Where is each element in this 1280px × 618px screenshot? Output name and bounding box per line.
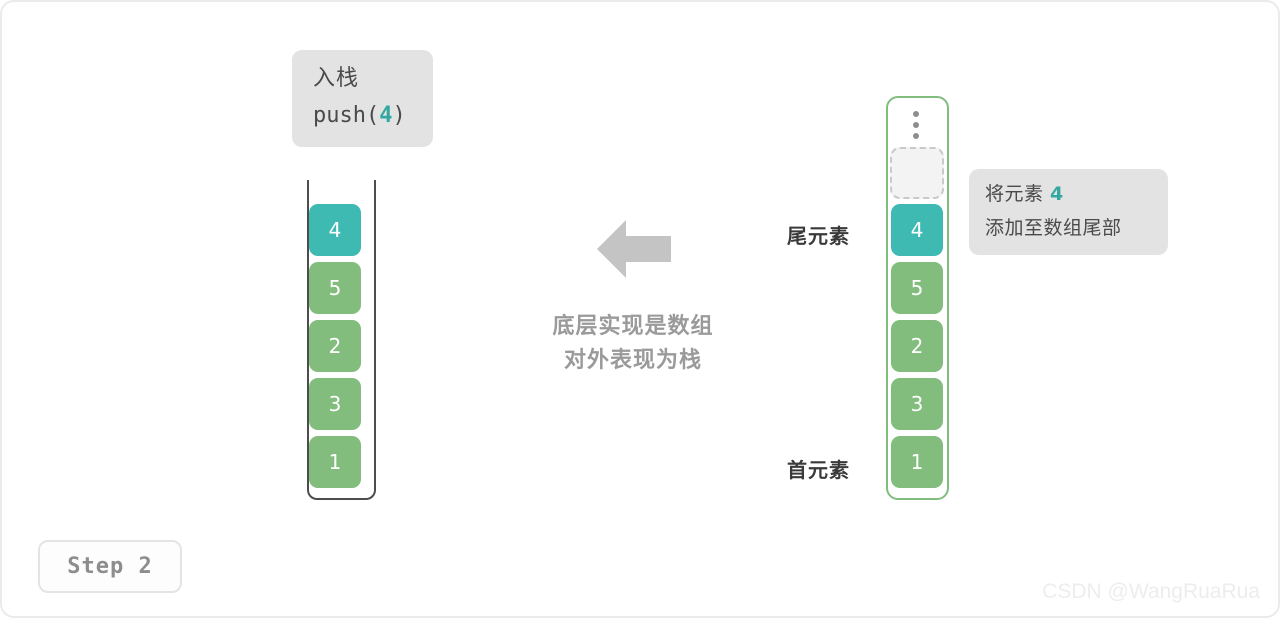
watermark: CSDN @WangRuaRua — [1042, 580, 1260, 603]
vertical-ellipsis-icon — [912, 111, 920, 139]
left-arrow-icon — [597, 220, 671, 278]
tail-callout-value: 4 — [1050, 183, 1064, 205]
push-code-prefix: push( — [313, 102, 380, 128]
array-cell: 5 — [891, 262, 943, 314]
stack-cell-list: 4 5 2 3 1 — [309, 204, 375, 494]
tail-callout-line2: 添加至数组尾部 — [985, 216, 1122, 239]
array-empty-slot — [890, 147, 944, 199]
ellipsis-dot — [913, 122, 919, 128]
tail-callout-line1: 将元素 4 — [985, 181, 1168, 209]
array-cell: 2 — [891, 320, 943, 372]
push-callout: 入栈 push(4) — [292, 50, 433, 147]
stack-cell: 5 — [309, 262, 361, 314]
tail-callout-prefix: 将元素 — [985, 183, 1051, 205]
head-element-label: 首元素 — [787, 458, 850, 482]
ellipsis-dot — [913, 111, 919, 117]
stack-cell: 3 — [309, 378, 361, 430]
array-cell: 1 — [891, 436, 943, 488]
stack-cell: 4 — [309, 204, 361, 256]
array-cell: 4 — [891, 204, 943, 256]
array-cell-list: 4 5 2 3 1 — [891, 204, 944, 494]
push-callout-title: 入栈 — [313, 66, 360, 91]
step-badge: Step 2 — [38, 540, 182, 593]
push-code-value: 4 — [379, 102, 393, 128]
tail-element-label: 尾元素 — [787, 224, 850, 248]
push-code-suffix: ) — [392, 102, 406, 128]
center-caption-line2: 对外表现为栈 — [563, 348, 702, 374]
center-caption-line1: 底层实现是数组 — [552, 314, 714, 339]
push-callout-code: push(4) — [313, 100, 433, 132]
stack-cell: 1 — [309, 436, 361, 488]
center-caption: 底层实现是数组 对外表现为栈 — [502, 310, 764, 378]
append-to-array-callout: 将元素 4 添加至数组尾部 — [969, 169, 1168, 255]
array-cell: 3 — [891, 378, 943, 430]
stack-container — [307, 180, 376, 500]
ellipsis-dot — [913, 133, 919, 139]
stack-cell: 2 — [309, 320, 361, 372]
